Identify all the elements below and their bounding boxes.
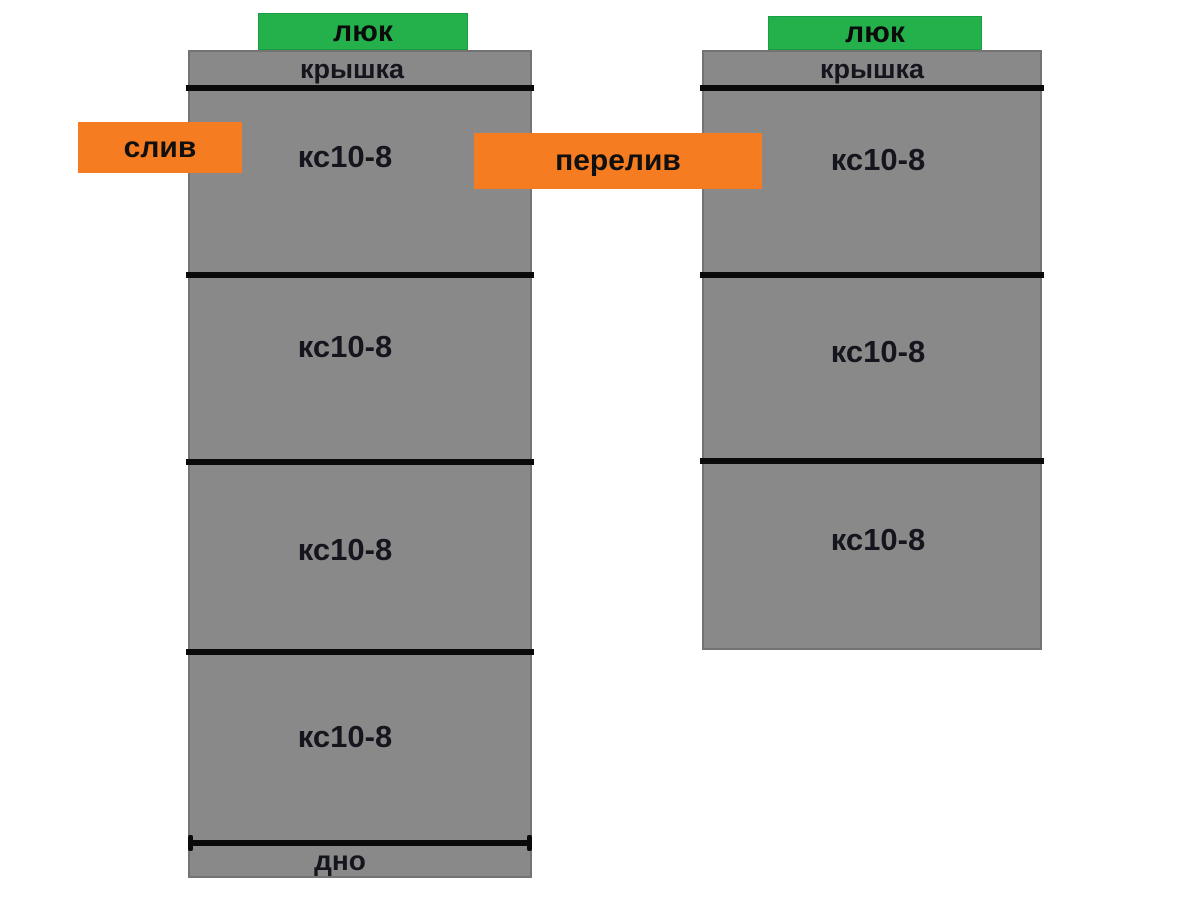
right-cover-line	[700, 85, 1044, 91]
right-ring-1-label: кс10-8	[830, 142, 926, 177]
left-ring-4-label: кс10-8	[297, 719, 393, 754]
left-bottom-line-endcap-right	[527, 835, 532, 851]
right-ring-2-label: кс10-8	[830, 334, 926, 369]
left-ring-2-label: кс10-8	[297, 329, 393, 364]
overflow-tag: перелив	[474, 133, 762, 189]
left-hatch-label: люк	[333, 14, 393, 48]
drain-label: слив	[123, 130, 197, 164]
left-ring-1-label: кс10-8	[297, 139, 393, 174]
left-cover-label: крышка	[299, 54, 405, 84]
right-hatch-label: люк	[845, 16, 905, 49]
left-bottom-label: дно	[314, 845, 366, 876]
drain-tag: слив	[78, 122, 242, 173]
left-ring-divider-2	[186, 459, 534, 465]
right-cover-label: крышка	[819, 54, 925, 84]
right-hatch-block: люк	[768, 16, 982, 50]
left-ring-divider-3	[186, 649, 534, 655]
left-bottom-line	[188, 840, 532, 846]
left-ring-divider-1	[186, 272, 534, 278]
right-ring-3-label: кс10-8	[830, 522, 926, 557]
overflow-label: перелив	[555, 144, 681, 177]
left-cover-line	[186, 85, 534, 91]
right-ring-divider-2	[700, 458, 1044, 464]
right-ring-divider-1	[700, 272, 1044, 278]
left-bottom-line-endcap-left	[188, 835, 193, 851]
left-hatch-block: люк	[258, 13, 468, 50]
left-ring-3-label: кс10-8	[297, 532, 393, 567]
